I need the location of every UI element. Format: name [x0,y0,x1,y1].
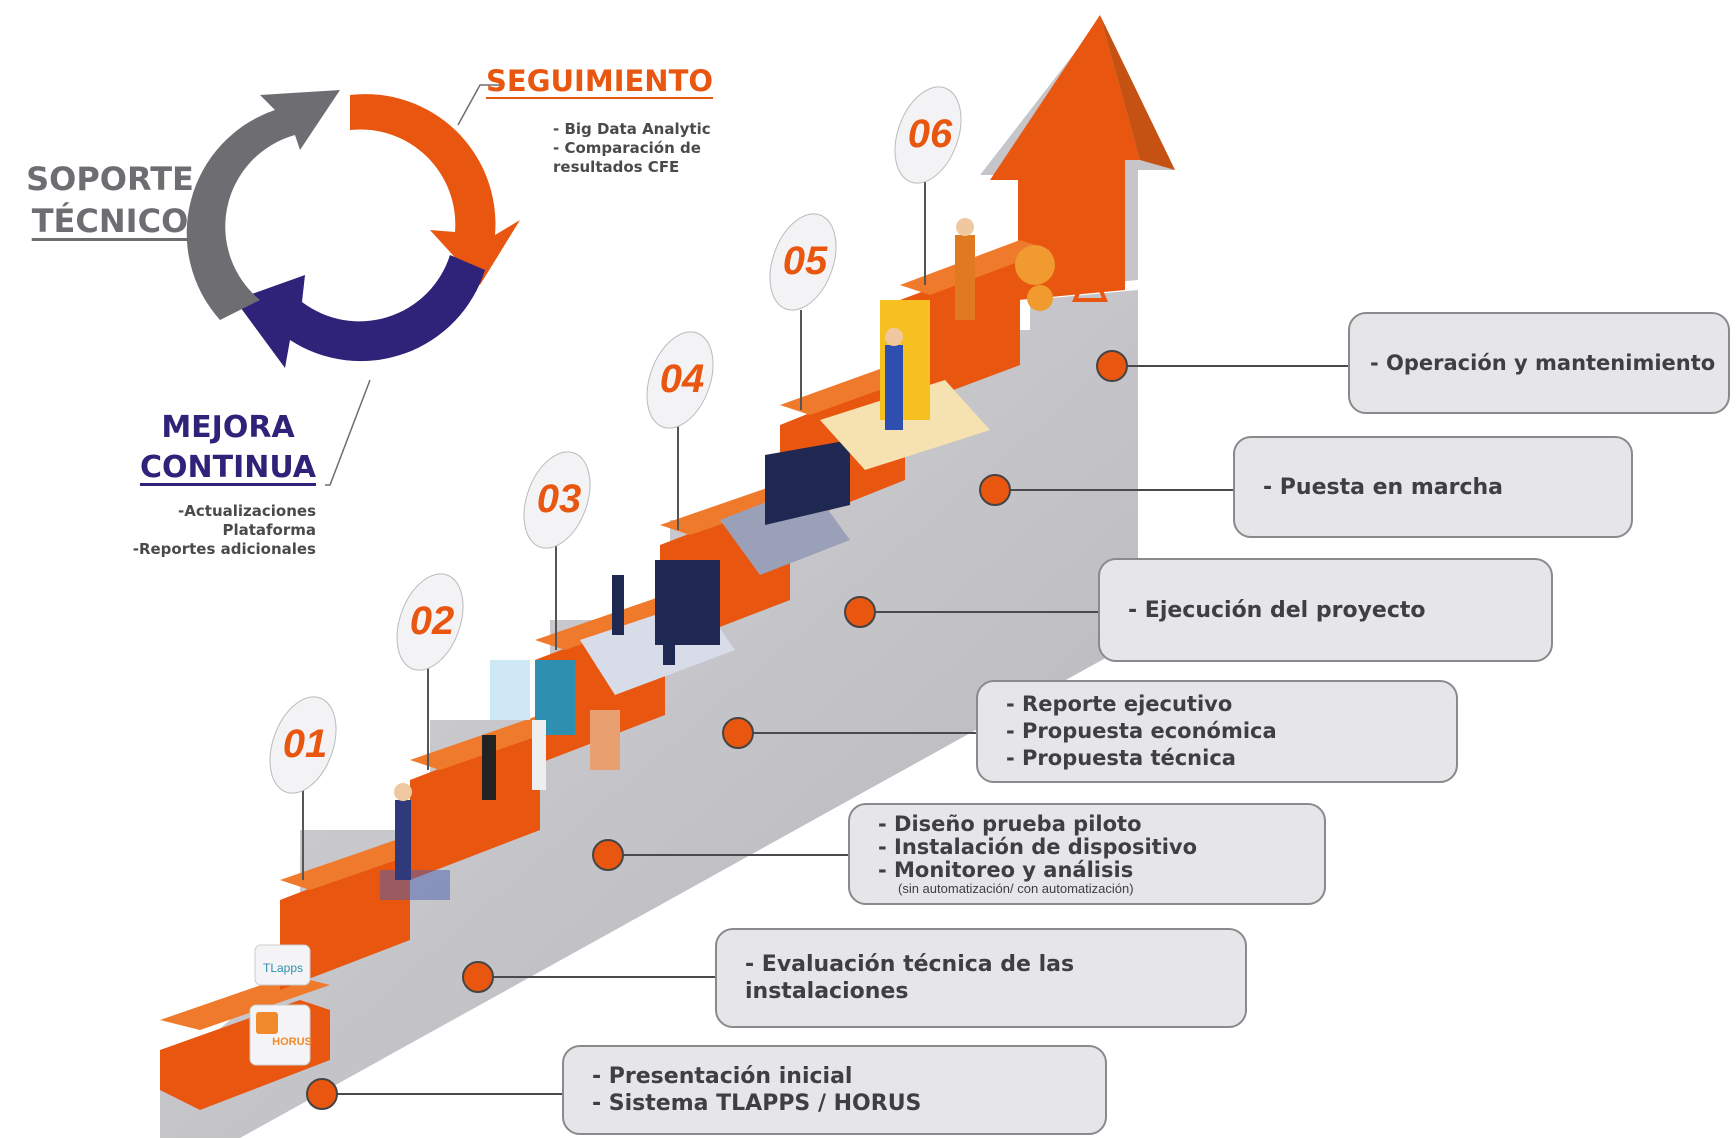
step-badge-06: 06 [894,86,962,184]
logos: TLapps HORUS [263,961,312,1048]
step-badge-02: 02 [396,573,464,671]
step-badge-01: 01 [269,696,337,794]
process-box-5: - Ejecución del proyecto [1098,558,1553,662]
process-box-3: - Diseño prueba piloto - Instalación de … [848,803,1326,905]
box-line: - Operación y mantenimiento [1370,350,1716,375]
box-line: - Propuesta económica [1006,719,1277,743]
mejora-title: MEJORA CONTINUA [128,408,328,488]
seguimiento-item: resultados CFE [553,158,680,176]
seguimiento-item: - Big Data Analytic [553,120,711,138]
growth-arrow [980,15,1175,300]
soporte-line1: SOPORTE [26,160,194,198]
box-line: - Reporte ejecutivo [1006,692,1233,716]
box-line: - Puesta en marcha [1263,474,1504,500]
seguimiento-items: - Big Data Analytic - Comparación de res… [553,120,711,177]
seguimiento-title: SEGUIMIENTO [486,64,714,98]
box-line: - Propuesta técnica [1006,746,1236,770]
box-line: - Ejecución del proyecto [1128,597,1426,623]
box-line: - Evaluación técnica de las instalacione… [745,952,1075,1004]
step-scenes [249,218,1109,1066]
seguimiento-item: - Comparación de [553,139,701,157]
svg-text:05: 05 [783,239,828,283]
process-box-4: - Reporte ejecutivo - Propuesta económic… [976,680,1458,783]
svg-text:02: 02 [410,599,455,643]
svg-text:03: 03 [537,477,582,521]
process-box-2: - Evaluación técnica de las instalacione… [715,928,1247,1028]
connector-dots [306,350,1128,1110]
step-badges: 01 02 03 04 05 06 [269,86,962,794]
badge-poles [302,180,926,880]
box-note: (sin automatización/ con automatización) [898,880,1134,896]
horus-logo: HORUS [272,1036,312,1048]
cycle-diagram [186,84,520,486]
box-line: - Sistema TLAPPS / HORUS [592,1091,922,1116]
svg-text:04: 04 [660,357,705,401]
mejora-item: -Reportes adicionales [132,540,316,558]
mejora-line1: MEJORA [161,410,295,445]
svg-text:01: 01 [283,722,328,766]
connector-lines [322,365,1350,1095]
process-box-6: - Puesta en marcha [1233,436,1633,538]
mejora-item: -Actualizaciones Plataforma [178,502,316,539]
process-box-1: - Presentación inicial - Sistema TLAPPS … [562,1045,1107,1135]
box-line: - Instalación de dispositivo [878,834,1198,859]
svg-text:06: 06 [908,112,953,156]
process-box-7: - Operación y mantenimiento [1348,312,1730,414]
box-line: - Diseño prueba piloto [878,811,1142,836]
soporte-title: SOPORTE TÉCNICO [20,158,200,242]
soporte-line2: TÉCNICO [31,202,189,240]
tlapps-logo: TLapps [263,961,303,975]
box-line: - Monitoreo y análisis [878,857,1134,882]
step-badge-04: 04 [646,331,714,429]
mejora-line2: CONTINUA [139,450,316,485]
box-line: - Presentación inicial [592,1064,853,1089]
step-badge-05: 05 [769,213,837,311]
mejora-items: -Actualizaciones Plataforma -Reportes ad… [80,502,316,559]
step-badge-03: 03 [523,451,591,549]
